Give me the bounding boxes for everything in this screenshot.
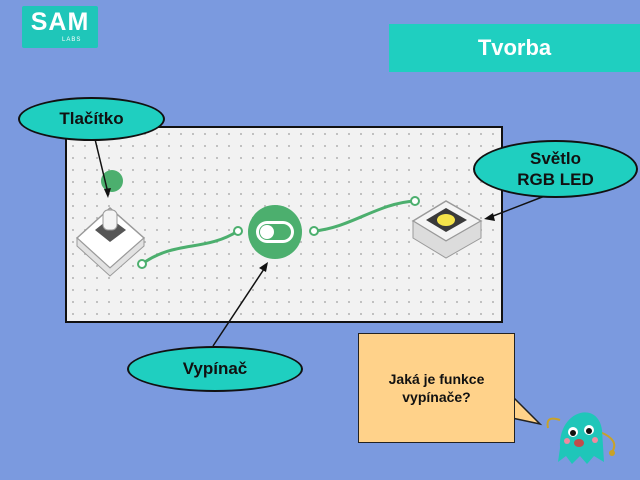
arrow-vypinac [212,265,267,347]
callout-tlacitko: Tlačítko [18,97,165,141]
question-bubble-tail [511,394,543,426]
callout-svetlo-line2: RGB LED [517,170,594,189]
logo-sub-text: LABS [62,37,82,43]
page-title: Tvorba [389,24,640,72]
rgb-led-block-icon[interactable] [411,200,483,259]
arrow-tlacitko [93,134,109,194]
sam-labs-logo: SAM LABS [22,6,98,48]
button-status-dot [101,170,123,192]
sam-mascot-icon [546,412,616,464]
wire-switch-to-light [313,199,416,233]
arrow-svetlo [487,193,551,219]
callout-vypinac-text: Vypínač [182,359,248,378]
question-line1: Jaká je funkce [388,371,485,387]
question-bubble: Jaká je funkce vypínače? [358,333,515,443]
logo-main-text: SAM [30,8,90,36]
callout-svetlo-line1: Světlo [529,149,582,168]
wire-port-switch-out[interactable] [309,226,319,236]
callout-tlacitko-text: Tlačítko [59,109,124,128]
switch-block-icon[interactable] [248,205,302,259]
callout-vypinac: Vypínač [127,346,303,392]
callout-svetlo: Světlo RGB LED [473,140,638,198]
button-block-icon[interactable] [75,206,146,277]
wire-button-to-switch [141,229,239,266]
question-line2: vypínače? [402,389,471,405]
wire-port-switch-in[interactable] [233,226,243,236]
wire-port-light-in[interactable] [410,196,420,206]
wire-port-button-out[interactable] [137,259,147,269]
